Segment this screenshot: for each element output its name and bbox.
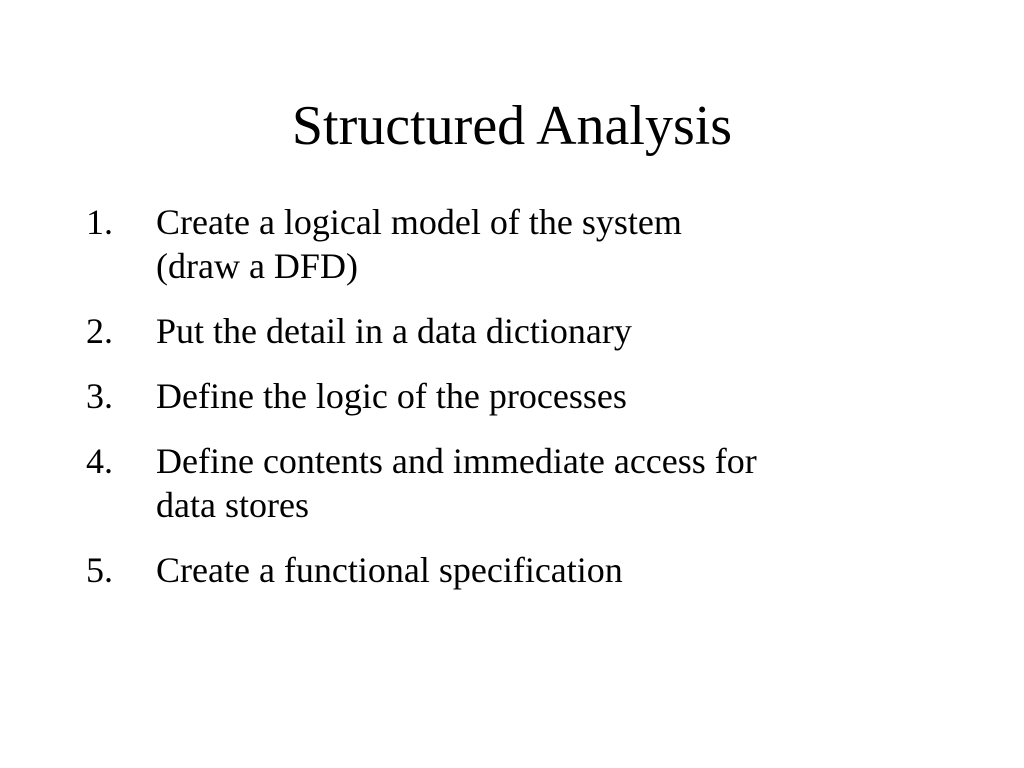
list-item-line: Define contents and immediate access for (156, 441, 757, 481)
list-item-3: 3. Define the logic of the processes (86, 374, 966, 418)
list-item-number: 4. (86, 441, 113, 481)
list-item-number: 5. (86, 550, 113, 590)
list-item-number: 1. (86, 202, 113, 242)
list-item-number: 3. (86, 376, 113, 416)
list-item-line: Create a logical model of the system (156, 202, 682, 242)
list-item-text: Create a logical model of the system (dr… (156, 200, 926, 288)
list-item-5: 5. Create a functional specification (86, 548, 966, 592)
list-item-2: 2. Put the detail in a data dictionary (86, 309, 966, 353)
list-item-text: Define contents and immediate access for… (156, 439, 926, 527)
list-item-line: Create a functional specification (156, 550, 623, 590)
list-item-line: data stores (156, 485, 309, 525)
list-item-number: 2. (86, 311, 113, 351)
list-item-text: Put the detail in a data dictionary (156, 309, 926, 353)
list-item-4: 4. Define contents and immediate access … (86, 439, 966, 527)
numbered-list: 1. Create a logical model of the system … (86, 200, 966, 613)
list-item-1: 1. Create a logical model of the system … (86, 200, 966, 288)
list-item-text: Define the logic of the processes (156, 374, 926, 418)
list-item-line: (draw a DFD) (156, 246, 358, 286)
list-item-line: Put the detail in a data dictionary (156, 311, 632, 351)
list-item-line: Define the logic of the processes (156, 376, 627, 416)
slide-title: Structured Analysis (291, 95, 733, 157)
list-item-text: Create a functional specification (156, 548, 926, 592)
